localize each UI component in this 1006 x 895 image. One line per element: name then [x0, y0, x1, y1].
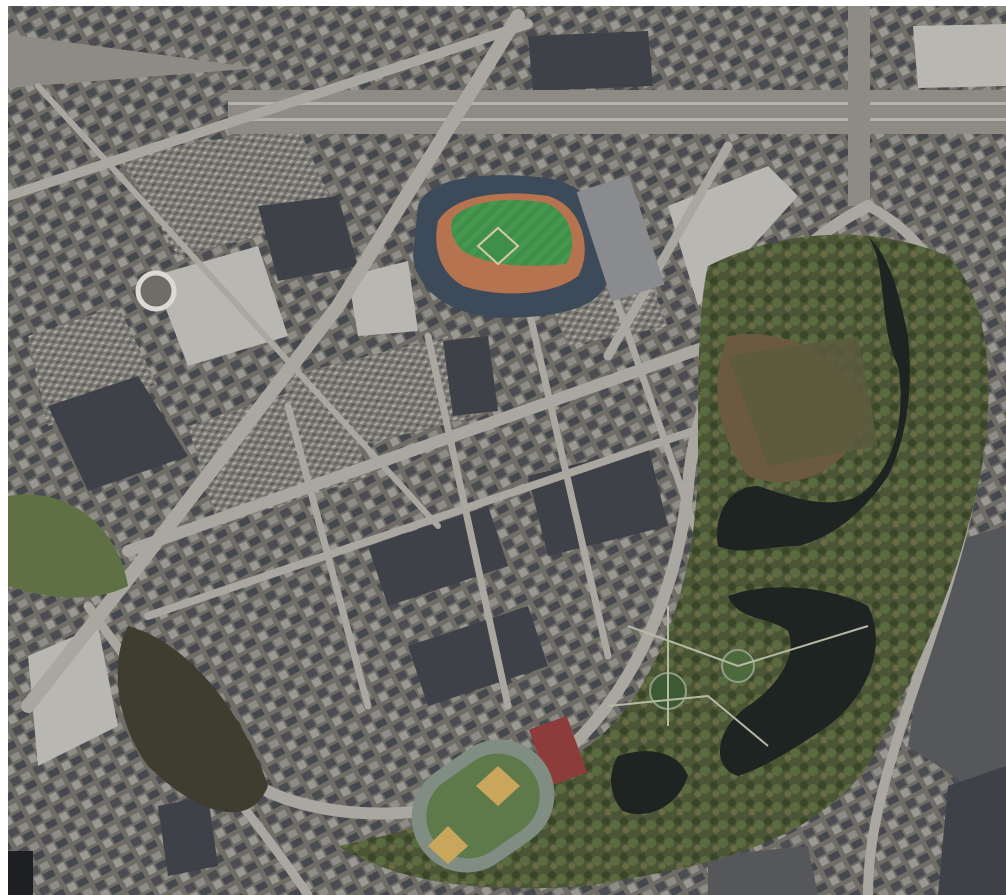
water	[611, 236, 910, 815]
parking-ramp	[135, 270, 177, 312]
corner-building	[8, 851, 33, 895]
aerial-photo	[8, 6, 1006, 895]
community-gardens	[728, 336, 878, 466]
fenway-park-stadium	[413, 175, 665, 318]
highway	[8, 6, 1006, 206]
park-paths	[607, 606, 869, 747]
athletic-field	[411, 739, 555, 873]
building-blocks	[28, 24, 1006, 895]
